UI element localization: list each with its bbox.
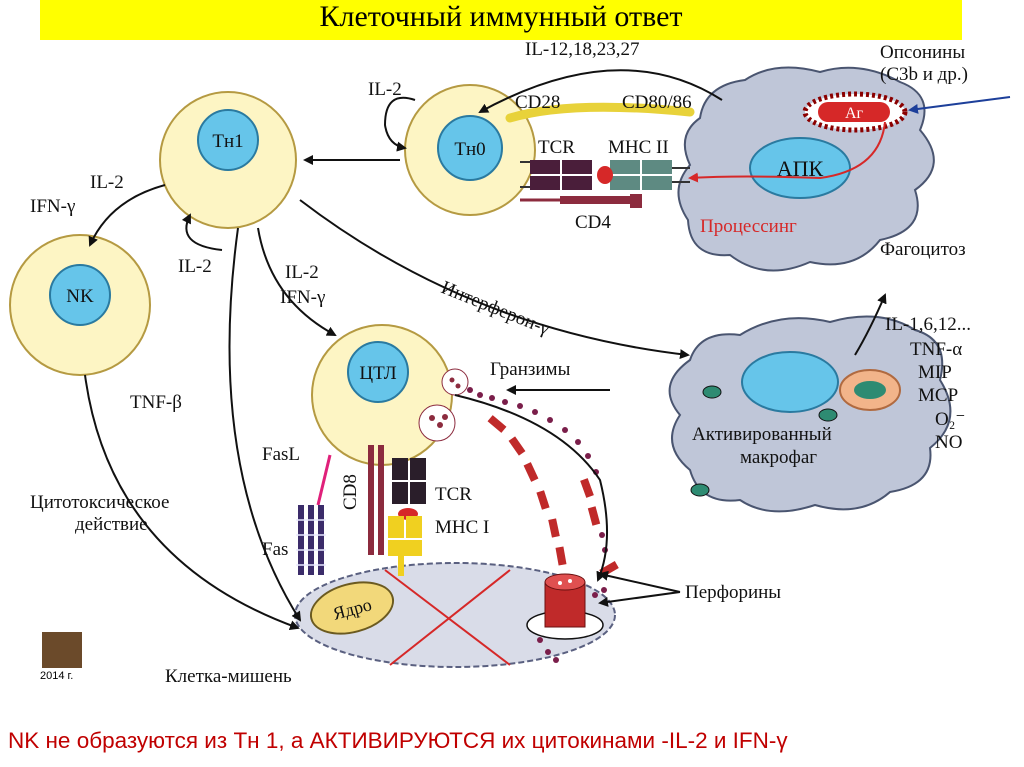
arrow-macrophage-up [854,293,887,356]
label-cd4: CD4 [575,212,611,233]
label-cd8: CD8 [340,474,361,510]
nk-label: NK [66,286,94,307]
label-cytokine-4: MCP [918,385,958,406]
arrow-th1-ctl [257,227,337,336]
label-mhc2: MHC II [608,137,669,158]
label-cytokine-5: O₂⁻ [935,409,965,430]
label-cytokine-6: NO [935,432,962,453]
arrow-perforin-1 [598,570,681,593]
arrow-tnf-beta [228,227,302,622]
label-cd28: CD28 [515,92,560,113]
fas-receptor [298,505,324,575]
macrophage-nucleus [741,351,839,413]
cd28-bar [505,102,695,123]
arrow-cytotoxic [84,374,300,630]
th1-label: Tн1 [212,131,243,152]
arrow-opsonins [908,96,1011,114]
label-activated-2: макрофаг [740,447,817,468]
year-label: 2014 г. [40,670,74,682]
title-bar [40,0,962,40]
label-cytotoxic-1: Цитотоксическое [30,492,169,513]
arrow-interferon [299,199,690,360]
th1-nucleus [197,109,259,171]
th0-nucleus [437,115,503,181]
arrow-il2-loop [383,96,416,152]
cd8-tcr-mhc1-complex [368,445,426,576]
antigen-box [818,102,890,122]
label-il2-back: IL-2 [178,256,212,277]
label-tnf-beta: TNF-β [130,392,182,413]
label-phagocytosis: Фагоцитоз [880,239,966,260]
label-ifn-nk: IFN-γ [30,196,75,217]
label-perforins: Перфорины [685,582,781,603]
label-mhc1: MHC I [435,517,489,538]
label-opsonins-2: (C3b и др.) [880,64,968,85]
apc-nucleus [749,137,851,199]
page-title: Клеточный иммунный ответ [319,0,683,33]
caption-note: NK не образуются из Тн 1, а АКТИВИРУЮТСЯ… [8,728,788,753]
label-il2-nk: IL-2 [90,172,124,193]
label-il12: IL-12,18,23,27 [525,39,640,60]
antigen-label: Аг [845,105,864,122]
perforin-pore [526,573,604,640]
author-photo [42,632,82,668]
label-cytokine-2: TNF-α [910,339,962,360]
label-il2-top: IL-2 [368,79,402,100]
arrow-perforin-2 [598,591,681,607]
ctl-label: ЦТЛ [359,363,396,384]
th0-label: Tн0 [454,139,485,160]
label-granzymes: Гранзимы [490,359,571,380]
arrow-il2-back [181,213,223,251]
label-cd80: CD80/86 [622,92,692,113]
arrow-il12 [478,69,723,113]
ctl-nucleus [347,341,409,403]
label-il2-ctl: IL-2 [285,262,319,283]
nk-nucleus [49,264,111,326]
label-ifn-ctl: IFN-γ [280,287,325,308]
target-nucleus [309,581,395,635]
arrow-th1-nk [88,184,166,247]
label-processing: Процессинг [700,216,797,237]
label-target: Клетка-мишень [165,666,292,687]
label-cytotoxic-2: действие [75,514,148,535]
processing-arrow [688,121,886,183]
activated-macrophage [668,315,952,513]
tcr-mhc2-complex [520,160,690,208]
label-fasl: FasL [262,444,300,465]
granule-arrow [454,394,609,582]
label-interferon: Интерферон-γ [438,277,552,339]
label-fas: Fas [262,539,288,560]
label-tcr-bottom: TCR [435,484,472,505]
label-cytokine-3: MIP [918,362,952,383]
label-activated-1: Активированный [692,424,832,445]
granzyme-path [487,415,619,577]
label-tcr-top: TCR [538,137,575,158]
label-cytokine-1: IL-1,6,12... [885,314,971,335]
label-opsonins-1: Опсонины [880,42,965,63]
